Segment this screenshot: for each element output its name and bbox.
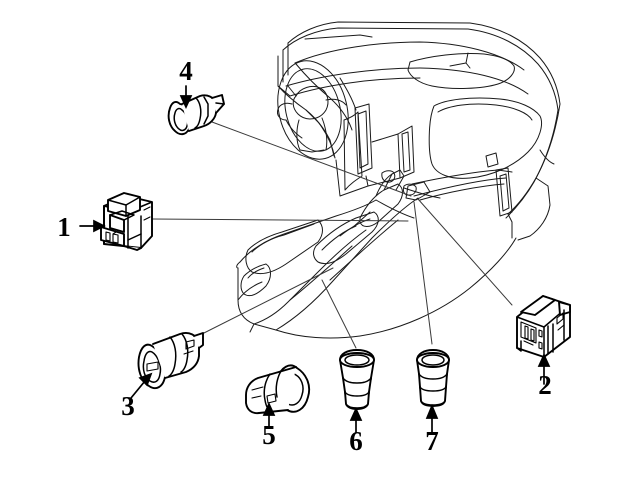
leader-part-7 [413, 201, 433, 345]
callout-arrow-7 [425, 403, 439, 433]
part-4-ignition-switch-barrel [167, 94, 225, 136]
callout-label-6: 6 [349, 426, 363, 456]
leader-part-6 [321, 279, 357, 349]
callout-label-3: 3 [121, 391, 135, 421]
leader-part-3 [195, 267, 334, 338]
callout-arrow-5 [262, 401, 276, 429]
callout-numbers: 1 2 3 4 5 6 7 [57, 56, 552, 456]
callout-arrow-1 [79, 219, 106, 233]
callout-label-5: 5 [262, 420, 276, 450]
callout-arrow-2 [537, 352, 551, 385]
part-5-accessory-socket-angled [245, 364, 311, 415]
callout-arrow-6 [349, 406, 363, 433]
leader-part-4 [211, 121, 412, 197]
callout-label-4: 4 [179, 56, 193, 86]
callout-arrows [79, 85, 551, 433]
instrument-panel [277, 21, 561, 241]
callout-label-2: 2 [538, 370, 552, 400]
leader-part-2 [417, 198, 513, 306]
callout-arrow-3 [130, 372, 153, 399]
part-3-rocker-switch-round [137, 332, 204, 390]
center-console [236, 169, 517, 339]
leader-lines [151, 121, 513, 349]
part-1-power-window-switch [100, 192, 153, 251]
callout-label-7: 7 [425, 426, 439, 456]
part-7-cigarette-lighter-plug-small [416, 349, 450, 407]
part-6-cigarette-lighter-plug-large [339, 349, 375, 410]
callout-arrow-4 [179, 85, 193, 110]
callout-label-1: 1 [57, 212, 71, 242]
part-2-relay-module [516, 295, 571, 358]
leader-part-1 [151, 218, 409, 222]
steering-wheel [277, 60, 349, 160]
